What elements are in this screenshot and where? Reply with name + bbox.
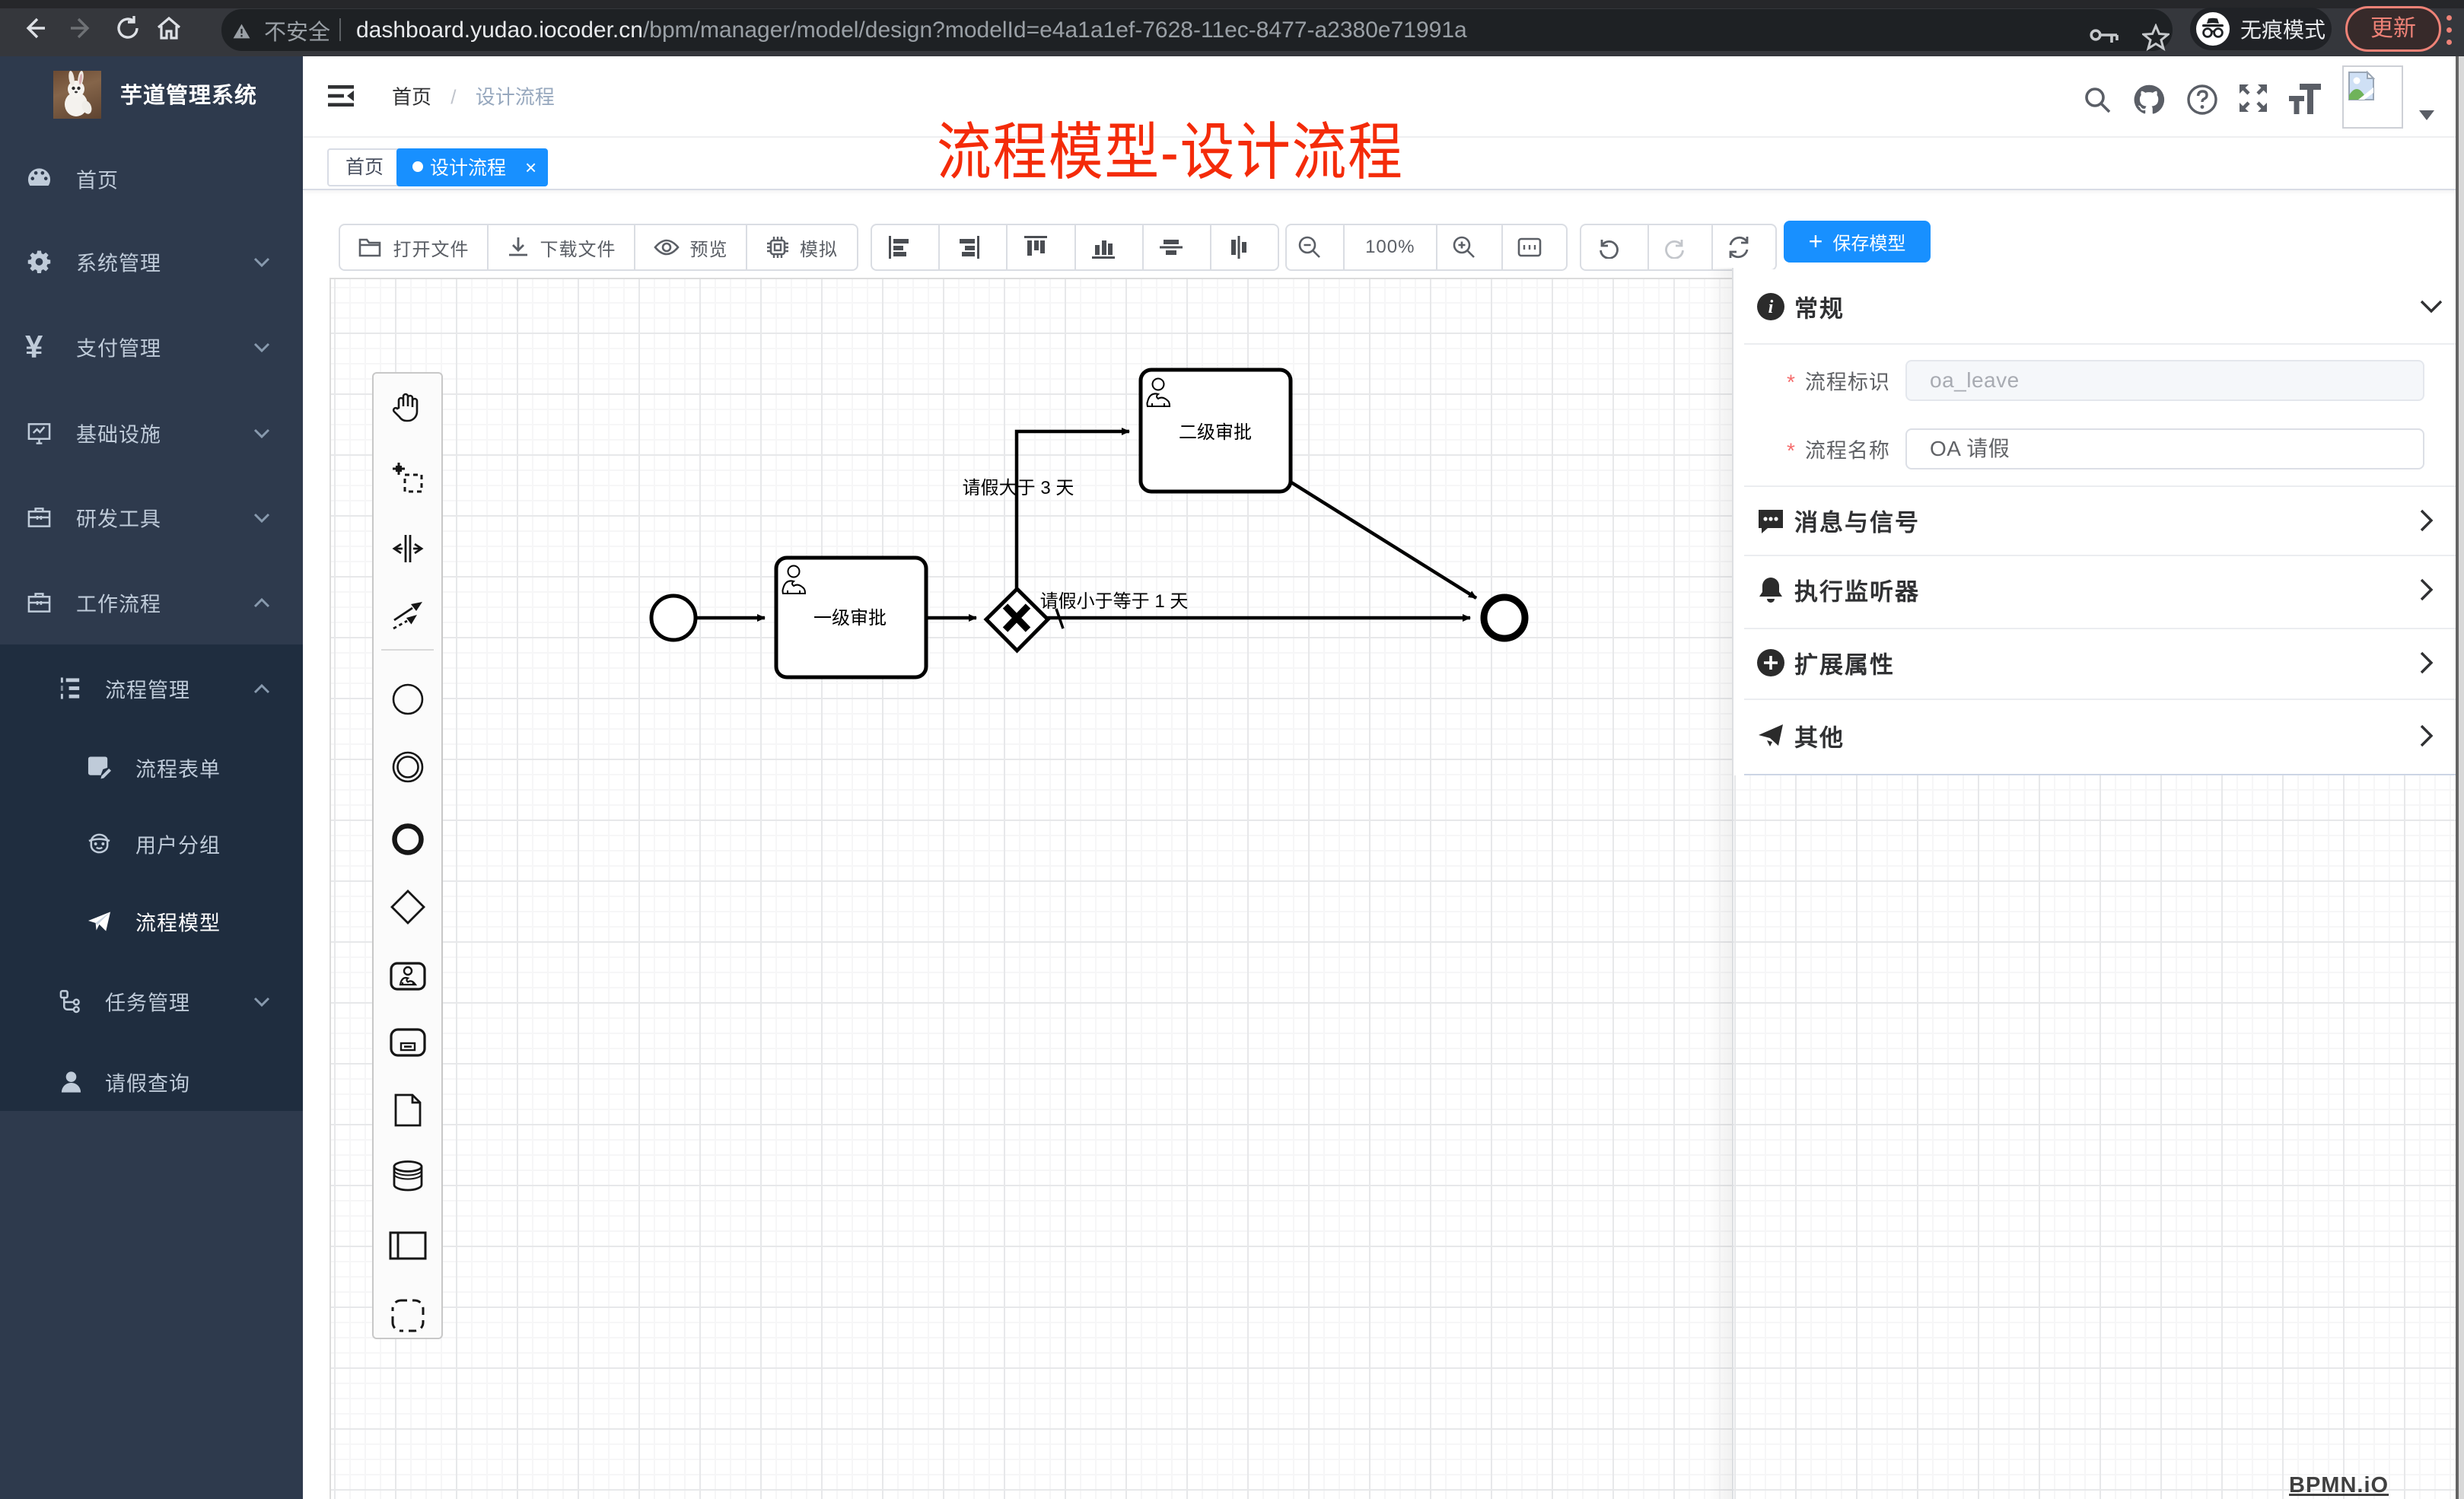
svg-text:一级审批: 一级审批	[813, 608, 887, 629]
svg-text:二级审批: 二级审批	[1179, 422, 1252, 443]
svg-text:请假小于等于 1 天: 请假小于等于 1 天	[1040, 591, 1189, 612]
svg-text:i: i	[1768, 298, 1774, 317]
svg-text:请假大于 3 天: 请假大于 3 天	[963, 478, 1074, 498]
